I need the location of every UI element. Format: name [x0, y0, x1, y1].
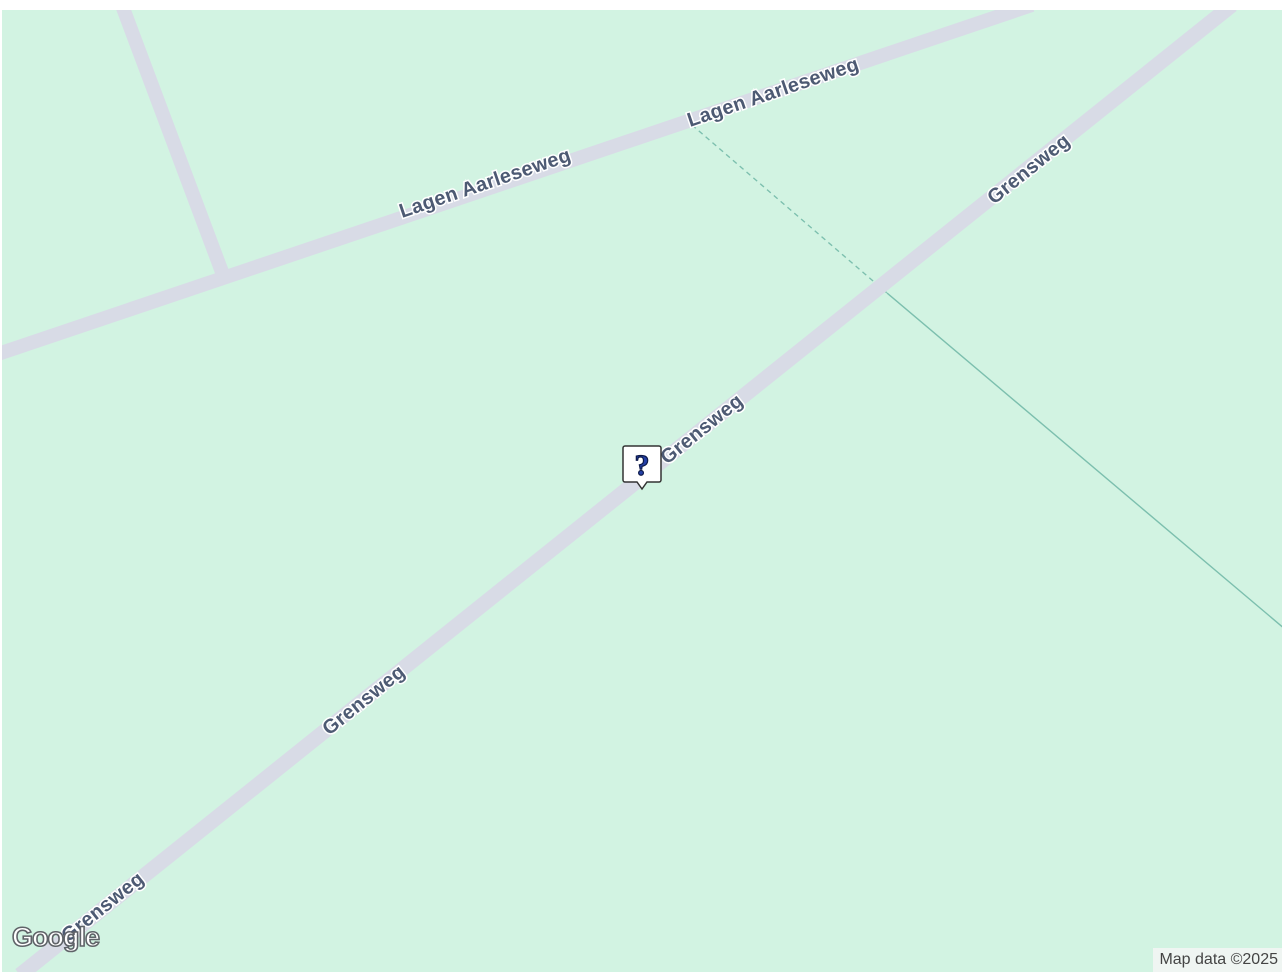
road-label-grensweg: Grensweg	[318, 661, 409, 740]
location-marker[interactable]: ?	[622, 444, 662, 492]
road-label-grensweg: Grensweg	[983, 130, 1074, 209]
road-label-grensweg: Grensweg	[656, 390, 747, 469]
map-canvas[interactable]: Lagen Aarleseweg Lagen Aarleseweg Grensw…	[2, 10, 1282, 972]
road-label-lagen-aarleseweg: Lagen Aarleseweg	[397, 144, 574, 222]
road-side-street	[116, 10, 229, 275]
marker-symbol: ?	[635, 449, 650, 482]
ditch-dashed	[691, 124, 888, 294]
road-label-lagen-aarleseweg: Lagen Aarleseweg	[685, 53, 862, 131]
ditch-line	[886, 292, 1282, 628]
road-grensweg	[15, 10, 1237, 972]
road-lagen-aarleseweg	[2, 10, 1035, 361]
map-layer: Lagen Aarleseweg Lagen Aarleseweg Grensw…	[2, 10, 1282, 972]
google-logo[interactable]: Google	[11, 922, 101, 952]
map-attribution[interactable]: Map data ©2025	[1153, 948, 1282, 972]
question-mark-icon: ?	[622, 445, 662, 491]
